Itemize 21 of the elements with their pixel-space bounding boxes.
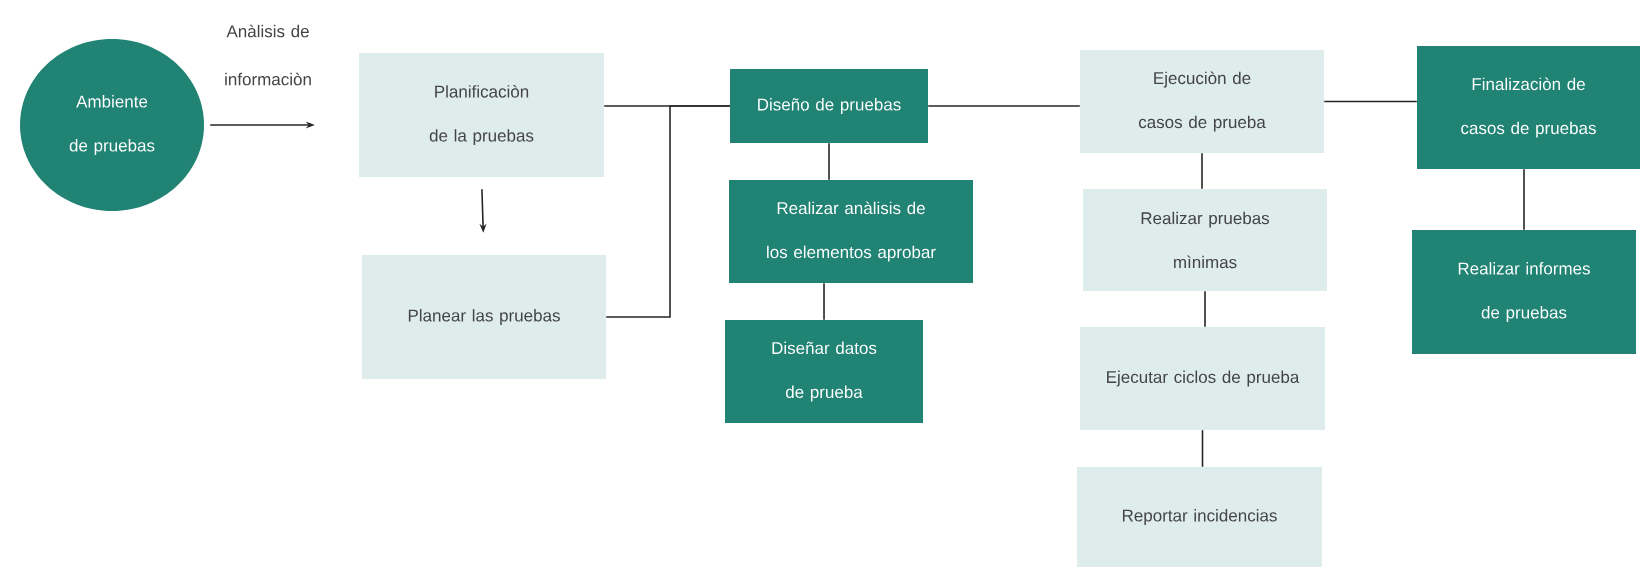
connector-line: [605, 105, 731, 318]
process-box: Ejecuciòn de casos de prueba: [1080, 50, 1324, 153]
connector-line: [927, 105, 1081, 107]
process-box: Realizar anàlisis de los elementos aprobar: [729, 180, 973, 283]
process-box: Reportar incidencias: [1077, 467, 1322, 567]
connector-line: [823, 282, 825, 321]
process-box: Diseño de pruebas: [730, 69, 928, 143]
connector-line: [1323, 100, 1418, 103]
process-box: Planear las pruebas: [362, 255, 606, 379]
process-box: Planificaciòn de la pruebas: [359, 53, 604, 177]
connector-line: [828, 142, 830, 181]
edge-label: Anàlisis de informaciòn: [225, 24, 311, 86]
process-box: Diseñar datos de prueba: [725, 320, 923, 423]
connector-line: [1204, 290, 1206, 328]
connector-line: [1201, 152, 1203, 190]
connector-line: [1523, 168, 1525, 231]
connector-line: [1201, 429, 1204, 468]
process-box: Realizar informes de pruebas: [1412, 230, 1636, 354]
process-box: Ejecutar ciclos de prueba: [1080, 327, 1325, 430]
process-box: Finalizaciòn de casos de pruebas: [1417, 46, 1640, 169]
process-box: Realizar pruebas mìnimas: [1083, 189, 1327, 291]
